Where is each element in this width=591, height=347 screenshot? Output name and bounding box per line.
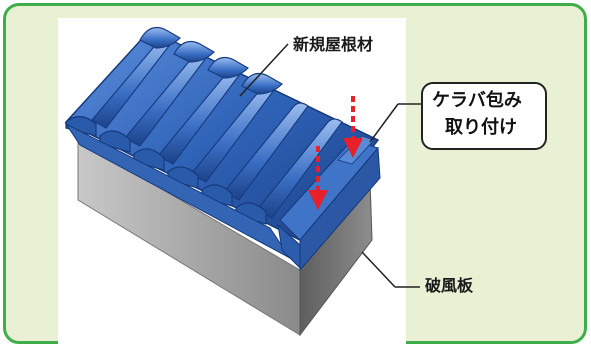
leader-new-roof-material xyxy=(239,43,289,97)
callout-keraba-line2: 取り付け xyxy=(445,117,517,138)
tile-ridges xyxy=(91,38,343,219)
callout-keraba-line1: ケラバ包み xyxy=(432,90,522,111)
tile-front-edge xyxy=(65,115,267,225)
label-new-roof-material: 新規屋根材 xyxy=(293,35,374,54)
install-arrow-left xyxy=(308,146,328,210)
install-arrow-right xyxy=(343,96,363,158)
tile-top-row xyxy=(139,27,283,95)
label-fascia-board: 破風板 xyxy=(425,276,474,295)
keraba-cover-side xyxy=(299,146,381,272)
callout-keraba-install xyxy=(421,82,547,150)
